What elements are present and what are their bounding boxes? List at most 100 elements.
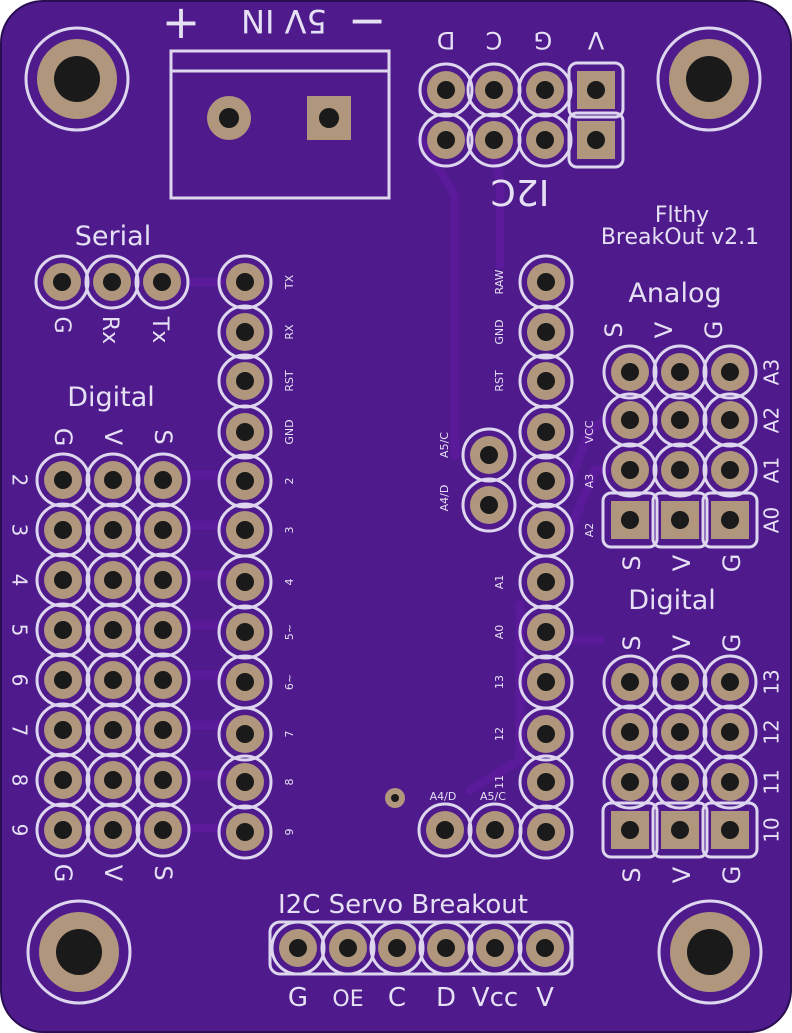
analog-col-top-g: G xyxy=(700,321,728,340)
mcu-left-pad-8 xyxy=(217,654,273,710)
mcu-right-pad-4 xyxy=(518,453,574,509)
board-title-line2: BreakOut v2.1 xyxy=(601,225,759,250)
digital-right-title: Digital xyxy=(628,585,716,616)
board-title: Flthy BreakOut v2.1 xyxy=(601,203,759,250)
mcu-right-pad-3 xyxy=(518,404,574,460)
digital-right-row-label: 12 xyxy=(760,719,784,744)
mcu-left-pad-0 xyxy=(217,254,273,310)
serial-pin-label-g: G xyxy=(49,316,74,333)
digital-right-pad-2-2 xyxy=(702,754,758,810)
i2c-pad-0-2 xyxy=(517,62,573,118)
serial-pin-label-rx: Rx xyxy=(97,316,122,344)
mcu-right-pin-label: RST xyxy=(493,370,506,392)
a4a5-bottom-label-a5c: A5/C xyxy=(480,790,506,803)
serial-title: Serial xyxy=(75,221,151,252)
mcu-right-pin-label: 11 xyxy=(493,775,506,789)
mcu-left-pin-label: 6~ xyxy=(283,674,296,690)
analog-pad-1-0 xyxy=(602,392,658,448)
digital-left-pad-2-0 xyxy=(35,552,91,608)
analog-row-label: A1 xyxy=(760,457,784,483)
mcu-left-pin-label: 8 xyxy=(283,779,296,786)
servo-pin-label: Vcc xyxy=(472,983,518,1013)
i2c-pin-label-c: C xyxy=(486,26,503,54)
mcu-left-pin-label: 5~ xyxy=(283,624,296,640)
digital-right-col-top-g: G xyxy=(718,634,746,653)
digital-left-col-top-g: G xyxy=(49,428,77,447)
digital-left-pad-2-1 xyxy=(85,552,141,608)
mcu-left-pad-10 xyxy=(217,754,273,810)
digital-right-col-bottom-v: V xyxy=(668,866,696,883)
digital-left-pad-7-1 xyxy=(85,802,141,858)
digital-left-row-label: 3 xyxy=(8,524,32,537)
digital-right-pad-1-0 xyxy=(602,704,658,760)
analog-col-bottom-s: S xyxy=(618,555,646,570)
mcu-right-pad-2 xyxy=(518,353,574,409)
digital-left-pad-4-1 xyxy=(85,652,141,708)
servo-pin-label: D xyxy=(436,983,456,1013)
i2c-header-pads xyxy=(418,61,625,169)
mounting-hole-top-right xyxy=(656,26,762,132)
a4a5-side-pads xyxy=(461,427,517,533)
mounting-hole-top-left xyxy=(24,26,130,132)
power-minus-label: − xyxy=(348,0,387,47)
power-input-label: 5V IN xyxy=(241,2,327,40)
digital-right-pad-0-2 xyxy=(702,654,758,710)
mcu-left-pin-label: 2 xyxy=(283,478,296,485)
mounting-hole-bottom-left xyxy=(26,899,132,1005)
i2c-pad-0-0 xyxy=(418,62,474,118)
digital-left-pads xyxy=(35,452,191,858)
mcu-left-pin-label: 7 xyxy=(283,731,296,738)
digital-right-col-top-s: S xyxy=(618,635,646,650)
analog-pad-0-2 xyxy=(702,344,758,400)
digital-left-pad-4-0 xyxy=(35,652,91,708)
servo-pin-label: V xyxy=(536,983,554,1013)
a4a5-bottom-header: A4/D A5/C xyxy=(385,788,523,858)
digital-left-row-label: 6 xyxy=(8,674,32,687)
digital-right-row-label: 11 xyxy=(760,769,784,794)
mounting-holes xyxy=(24,26,763,1005)
analog-pad-0-0 xyxy=(602,344,658,400)
mcu-right-pad-8 xyxy=(518,654,574,710)
mcu-left-pad-3 xyxy=(217,404,273,460)
digital-right-row-label: 13 xyxy=(760,669,784,694)
servo-pad-4 xyxy=(467,920,523,976)
digital-left-row-label: 8 xyxy=(8,774,32,787)
digital-left-pad-1-0 xyxy=(35,502,91,558)
mcu-left-pin-label: GND xyxy=(283,419,296,444)
i2c-pad-1-3 xyxy=(567,111,625,169)
mcu-right-pin-labels: RAWGNDRSTVCCA3A2A1A013121110 xyxy=(493,269,596,839)
digital-left-pad-0-0 xyxy=(35,452,91,508)
mcu-right-pad-6 xyxy=(518,554,574,610)
a4a5-side-header: A5/C A4/D xyxy=(438,427,517,533)
mcu-right-pin-label: A2 xyxy=(583,523,596,538)
digital-right-col-top-v: V xyxy=(668,634,696,651)
mcu-left-pad-11 xyxy=(217,804,273,860)
digital-right-pad-1-2 xyxy=(702,704,758,760)
digital-left-pad-5-0 xyxy=(35,702,91,758)
digital-right-pad-0-1 xyxy=(652,654,708,710)
analog-pad-2-0 xyxy=(602,442,658,498)
mcu-left-pin-label: 3 xyxy=(283,527,296,534)
digital-left-pad-5-1 xyxy=(85,702,141,758)
analog-title: Analog xyxy=(628,278,721,309)
digital-left-col-top-v: V xyxy=(99,429,127,446)
mcu-right-pin-label: A3 xyxy=(583,474,596,489)
digital-left-pad-1-2 xyxy=(135,502,191,558)
mcu-left-pin-label: RX xyxy=(283,324,296,340)
mcu-left-pad-1 xyxy=(217,304,273,360)
a4a5-side-label-a4d: A4/D xyxy=(438,485,451,512)
serial-header-pads xyxy=(34,254,190,310)
mcu-left-pin-label: 4 xyxy=(283,579,296,586)
analog-pads xyxy=(601,344,759,549)
mcu-left-pin-label: TX xyxy=(283,274,296,290)
mcu-right-pad-11 xyxy=(518,804,574,860)
digital-left-pad-7-2 xyxy=(135,802,191,858)
analog-pad-1-1 xyxy=(652,392,708,448)
servo-pad-5 xyxy=(517,920,573,976)
digital-right-pad-0-0 xyxy=(602,654,658,710)
